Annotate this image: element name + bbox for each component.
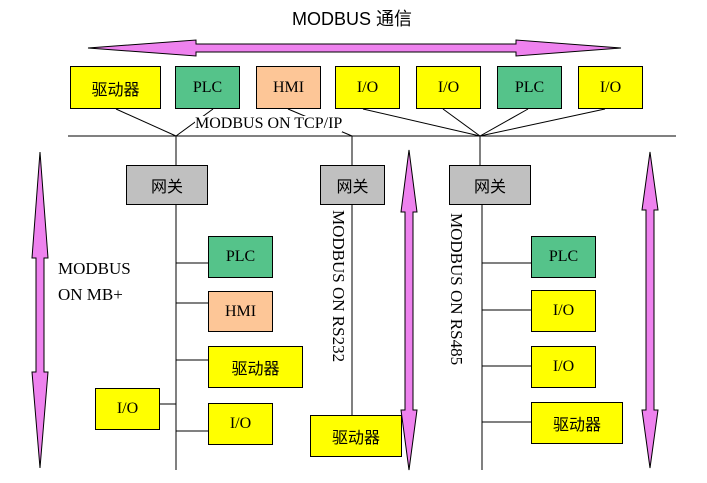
middle-double-arrow	[400, 149, 418, 471]
rs485-device-drive: 驱动器	[531, 402, 623, 444]
top-device-io-1: I/O	[335, 66, 400, 109]
right-double-arrow	[641, 151, 659, 469]
gateway-middle: 网关	[320, 165, 385, 205]
top-device-drive: 驱动器	[70, 66, 161, 109]
mbplus-branches	[160, 262, 208, 432]
top-device-hmi: HMI	[256, 66, 321, 109]
top-device-io-2: I/O	[416, 66, 481, 109]
mbplus-device-io-right: I/O	[208, 403, 273, 445]
rs485-device-io-2: I/O	[531, 346, 596, 388]
gateway-right: 网关	[449, 165, 531, 205]
mbplus-label-line2: ON MB+	[58, 285, 123, 304]
tcp-bus-label: MODBUS ON TCP/IP	[195, 115, 343, 132]
mbplus-device-hmi: HMI	[208, 291, 273, 332]
rs485-branches	[482, 262, 531, 423]
trunk-lines	[175, 136, 483, 470]
mbplus-device-drive: 驱动器	[208, 346, 303, 388]
mbplus-label-line1: MODBUS	[58, 259, 131, 278]
gateway-left: 网关	[126, 165, 208, 205]
mbplus-device-plc: PLC	[208, 236, 273, 278]
diagram-title: MODBUS 通信	[292, 9, 413, 29]
rs485-device-plc: PLC	[531, 236, 596, 278]
rs485-device-io-1: I/O	[531, 290, 596, 332]
rs232-bus-label: MODBUS ON RS232	[329, 210, 348, 363]
top-double-arrow	[87, 39, 622, 57]
mbplus-device-io-left: I/O	[95, 388, 160, 430]
rs485-bus-label: MODBUS ON RS485	[447, 213, 466, 366]
rs232-device-drive: 驱动器	[310, 415, 402, 457]
top-device-plc-1: PLC	[175, 66, 240, 109]
top-device-links	[115, 108, 606, 137]
top-device-io-3: I/O	[578, 66, 643, 109]
top-device-plc-2: PLC	[497, 66, 562, 109]
left-double-arrow	[31, 151, 49, 469]
